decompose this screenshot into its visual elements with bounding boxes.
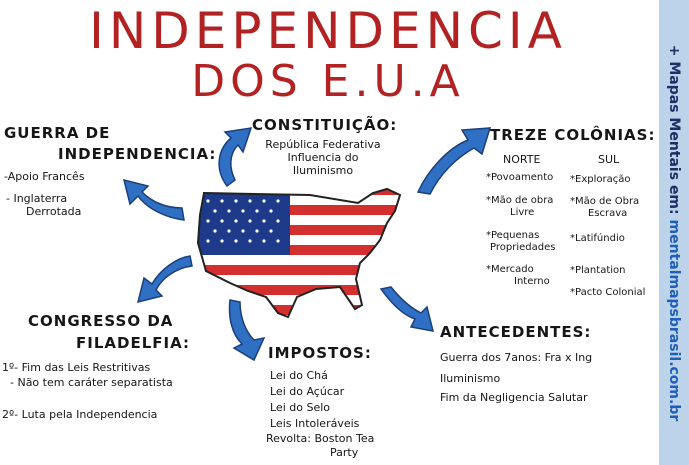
- treze-heading: TREZE COLÔNIAS:: [490, 126, 656, 144]
- antecedentes-item: Fim da Negligencia Salutar: [440, 391, 588, 404]
- sidebar-prefix: + Mapas Mentais em:: [666, 44, 682, 215]
- congresso-item: 1º- Fim das Leis Restritivas: [2, 361, 151, 374]
- constituicao-item: República Federativa: [265, 138, 381, 151]
- impostos-item: Party: [330, 446, 359, 459]
- treze-norte-label: NORTE: [503, 153, 541, 166]
- treze-sul-item: *Plantation: [570, 265, 626, 276]
- congresso-item: 2º- Luta pela Independencia: [2, 408, 158, 421]
- flag-body: [198, 189, 400, 317]
- impostos-item: Lei do Chá: [270, 369, 328, 382]
- arrow-icon: [416, 127, 492, 195]
- title-line-2: DOS E.U.A: [191, 56, 465, 107]
- constituicao-item: Iluminismo: [292, 164, 354, 177]
- treze-sul-item: *Latifúndio: [570, 233, 625, 244]
- impostos-item: Leis Intoleráveis: [270, 417, 360, 430]
- antecedentes-item: Iluminismo: [440, 372, 501, 385]
- guerra-item: -Apoio Francês: [4, 170, 85, 183]
- arrow-icon: [122, 178, 185, 221]
- guerra-item: Derrotada: [26, 205, 82, 218]
- treze-norte-item: Livre: [510, 207, 535, 218]
- antecedentes-heading: ANTECEDENTES:: [440, 323, 592, 341]
- treze-norte-item: Propriedades: [490, 242, 556, 253]
- treze-norte-item: *Povoamento: [486, 172, 554, 183]
- treze-norte-item: *Mercado: [486, 264, 534, 275]
- impostos-item: Revolta: Boston Tea: [266, 432, 375, 445]
- antecedentes-item: Guerra dos 7anos: Fra x Ing: [440, 351, 593, 364]
- treze-norte-item: *Mão de obra: [486, 195, 554, 206]
- treze-sul-label: SUL: [598, 153, 620, 166]
- congresso-item: - Não tem caráter separatista: [10, 376, 173, 389]
- treze-sul-item: *Pacto Colonial: [570, 287, 646, 298]
- arrow-icon: [379, 286, 435, 332]
- congresso-heading-1: CONGRESSO DA: [28, 312, 174, 330]
- congresso-heading-2: FILADELFIA:: [76, 334, 190, 352]
- constituicao-item: Influencia do: [287, 151, 359, 164]
- arrow-icon: [228, 299, 266, 362]
- impostos-item: Lei do Açúcar: [270, 385, 345, 398]
- usa-flag-map: [196, 187, 402, 319]
- sidebar-text: + Mapas Mentais em: mentalmapsbrasil.com…: [666, 44, 682, 421]
- guerra-heading-1: GUERRA DE: [4, 124, 111, 142]
- impostos-item: Lei do Selo: [270, 401, 331, 414]
- arrow-icon: [218, 127, 253, 188]
- sidebar: + Mapas Mentais em: mentalmapsbrasil.com…: [659, 0, 689, 465]
- treze-norte-item: *Pequenas: [486, 230, 540, 241]
- guerra-item: - Inglaterra: [6, 192, 68, 205]
- impostos-heading: IMPOSTOS:: [268, 344, 372, 362]
- guerra-heading-2: INDEPENDENCIA:: [58, 145, 217, 163]
- sidebar-url[interactable]: mentalmapsbrasil.com.br: [666, 219, 682, 421]
- treze-sul-item: *Exploração: [570, 174, 631, 185]
- treze-sul-item: *Mão de Obra: [570, 196, 640, 207]
- treze-norte-item: Interno: [514, 276, 550, 287]
- constituicao-heading: CONSTITUIÇÃO:: [252, 116, 398, 134]
- title-line-1: INDEPENDENCIA: [89, 2, 567, 60]
- arrow-icon: [136, 255, 193, 304]
- treze-sul-item: Escrava: [588, 208, 628, 219]
